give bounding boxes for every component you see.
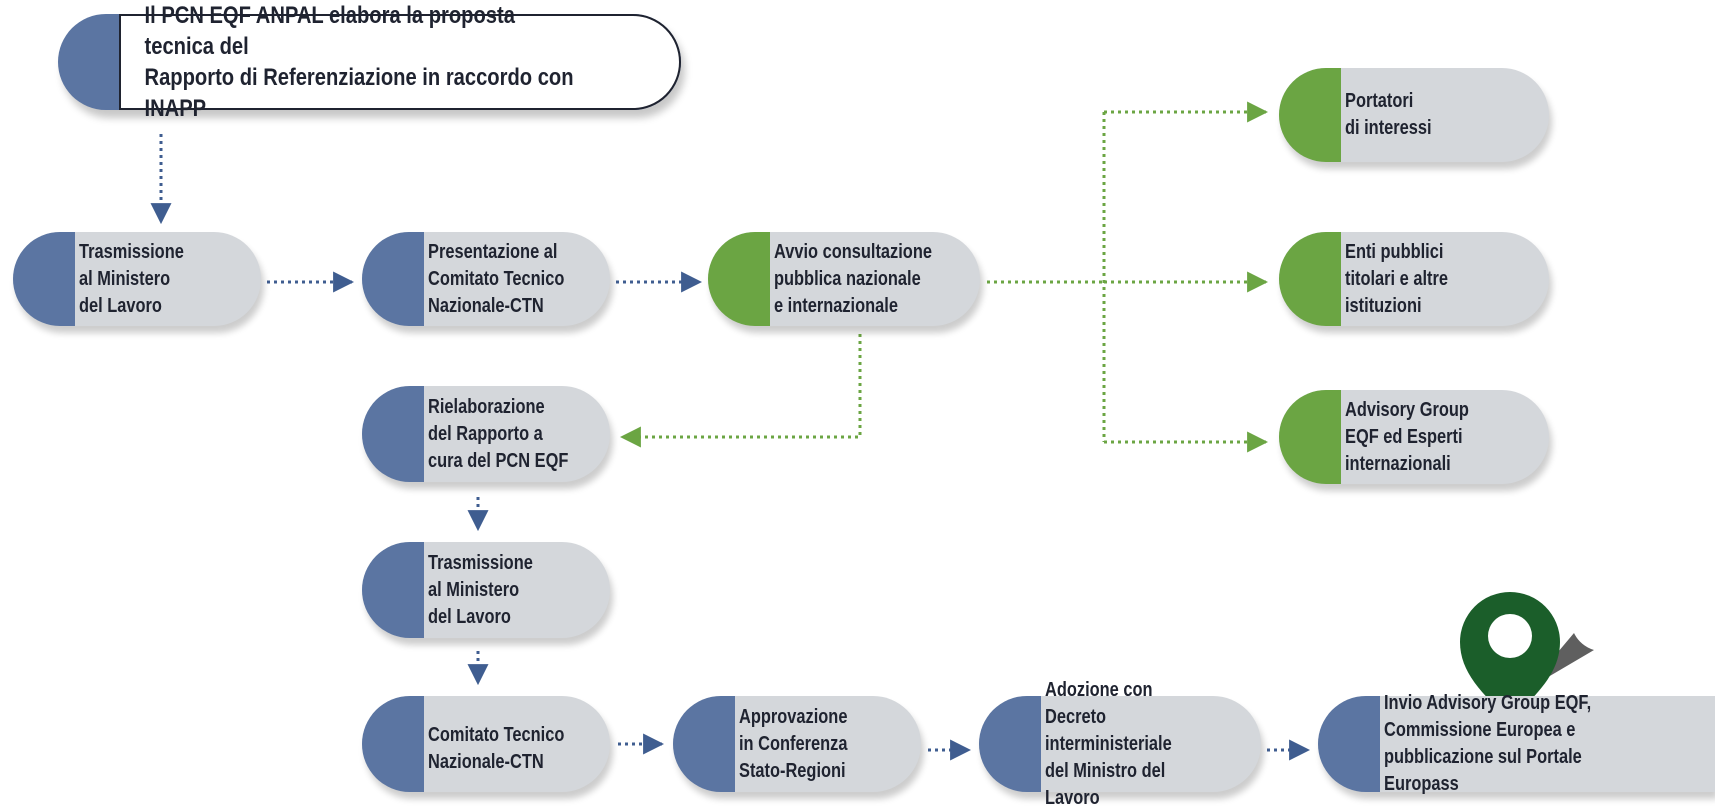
start-node-body: Il PCN EQF ANPAL elabora la proposta tec…	[119, 2, 681, 122]
node-approvazione: Approvazione in Conferenza Stato-Regioni	[673, 696, 921, 792]
node-trasmissione-ministero-2: Trasmissione al Ministero del Lavoro	[362, 542, 610, 638]
node-label: Comitato Tecnico Nazionale-CTN	[428, 724, 565, 773]
node-label: Adozione con Decreto interministeriale d…	[1045, 678, 1172, 809]
node-label: Avvio consultazione pubblica nazionale e…	[774, 240, 932, 317]
node-portatori-interessi: Portatori di interessi	[1279, 68, 1549, 162]
node-enti-pubblici: Enti pubblici titolari e altre istituzio…	[1279, 232, 1549, 326]
connector-avvio-to-rielaborazione	[619, 334, 862, 448]
node-label: Enti pubblici titolari e altre istituzio…	[1345, 240, 1448, 317]
location-pin-icon	[1460, 592, 1594, 720]
node-label: Trasmissione al Ministero del Lavoro	[79, 240, 184, 317]
node-trasmissione-ministero: Trasmissione al Ministero del Lavoro	[13, 232, 261, 326]
node-invio-advisory: Invio Advisory Group EQF, Commissione Eu…	[1318, 692, 1715, 795]
start-node-label: Il PCN EQF ANPAL elabora la proposta tec…	[144, 2, 574, 122]
node-label: Trasmissione al Ministero del Lavoro	[428, 551, 533, 628]
node-label: Portatori di interessi	[1345, 90, 1432, 139]
node-label: Approvazione in Conferenza Stato-Regioni	[739, 705, 848, 782]
node-comitato-ctn: Comitato Tecnico Nazionale-CTN	[362, 696, 610, 792]
node-rielaborazione: Rielaborazione del Rapporto a cura del P…	[362, 386, 610, 482]
node-presentazione-ctn: Presentazione al Comitato Tecnico Nazion…	[362, 232, 610, 326]
node-adozione-decreto: Adozione con Decreto interministeriale d…	[979, 679, 1261, 809]
process-diagram: Il PCN EQF ANPAL elabora la proposta tec…	[13, 2, 1715, 809]
node-avvio-consultazione: Avvio consultazione pubblica nazionale e…	[708, 232, 980, 326]
node-label: Presentazione al Comitato Tecnico Nazion…	[428, 240, 565, 317]
node-label: Rielaborazione del Rapporto a cura del P…	[428, 395, 569, 472]
start-node: Il PCN EQF ANPAL elabora la proposta tec…	[58, 2, 681, 122]
connector-layer	[150, 101, 1594, 761]
node-label: Advisory Group EQF ed Esperti internazio…	[1345, 398, 1469, 475]
node-label: Invio Advisory Group EQF, Commissione Eu…	[1384, 692, 1592, 795]
node-advisory-group: Advisory Group EQF ed Esperti internazio…	[1279, 390, 1549, 484]
